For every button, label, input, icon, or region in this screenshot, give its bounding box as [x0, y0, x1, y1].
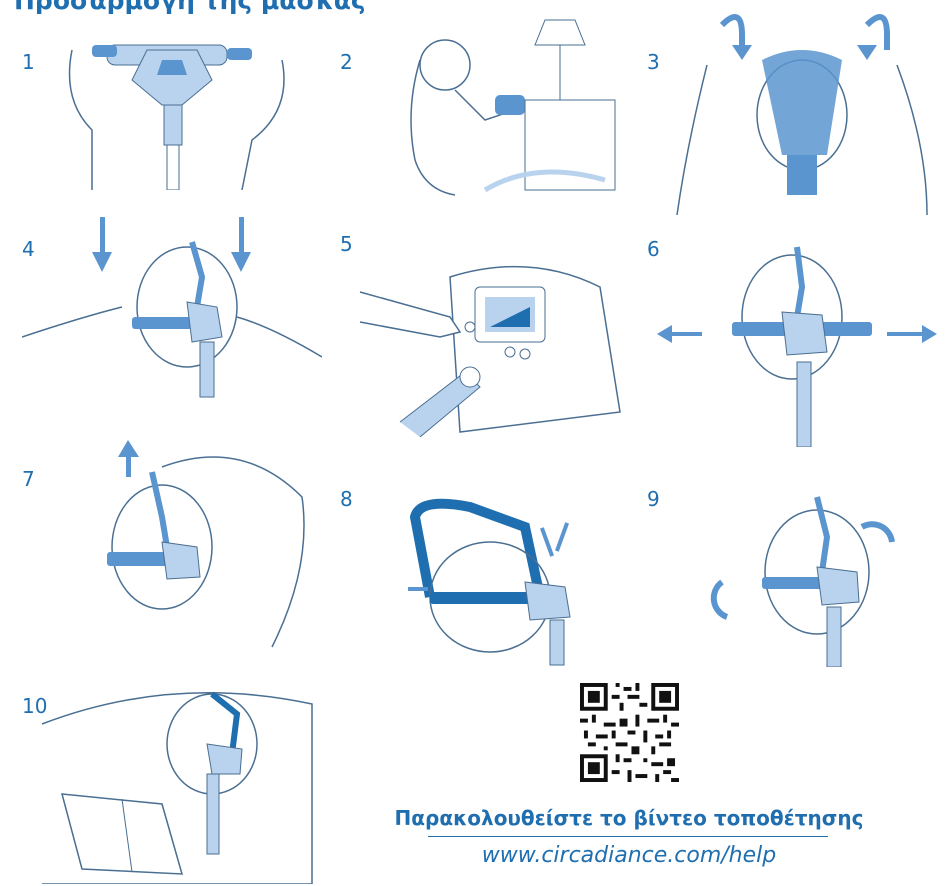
video-label: Παρακολουθείστε το βίντεο τοποθέτησης: [329, 806, 929, 830]
step-7: 7: [22, 467, 322, 652]
step-3-illustration: [667, 5, 937, 215]
step-8-illustration: [360, 487, 630, 667]
step-1: 1: [22, 50, 312, 200]
help-link[interactable]: www.circadiance.com/help: [329, 843, 929, 868]
step-9-illustration: [667, 487, 937, 667]
step-number: 3: [647, 50, 660, 74]
step-1-illustration: [52, 40, 302, 190]
step-number: 8: [340, 487, 353, 511]
step-5: 5: [340, 232, 640, 437]
step-6-illustration: [647, 227, 942, 447]
step-3: 3: [647, 50, 942, 215]
step-number: 9: [647, 487, 660, 511]
step-4-illustration: [22, 217, 322, 417]
step-10-illustration: [22, 674, 322, 884]
divider: [428, 836, 828, 837]
step-5-illustration: [340, 232, 640, 437]
page-title: Προσαρμογή της μάσκας: [14, 0, 366, 15]
step-7-illustration: [22, 437, 322, 652]
step-6: 6: [647, 237, 942, 447]
step-number: 2: [340, 50, 353, 74]
step-4: 4: [22, 237, 322, 417]
step-number: 1: [22, 50, 35, 74]
qr-code[interactable]: [580, 683, 679, 782]
step-2-illustration: [375, 10, 625, 200]
step-8: 8: [340, 487, 630, 667]
step-10: 10: [22, 694, 322, 884]
step-2: 2: [340, 50, 630, 210]
step-9: 9: [647, 487, 942, 667]
